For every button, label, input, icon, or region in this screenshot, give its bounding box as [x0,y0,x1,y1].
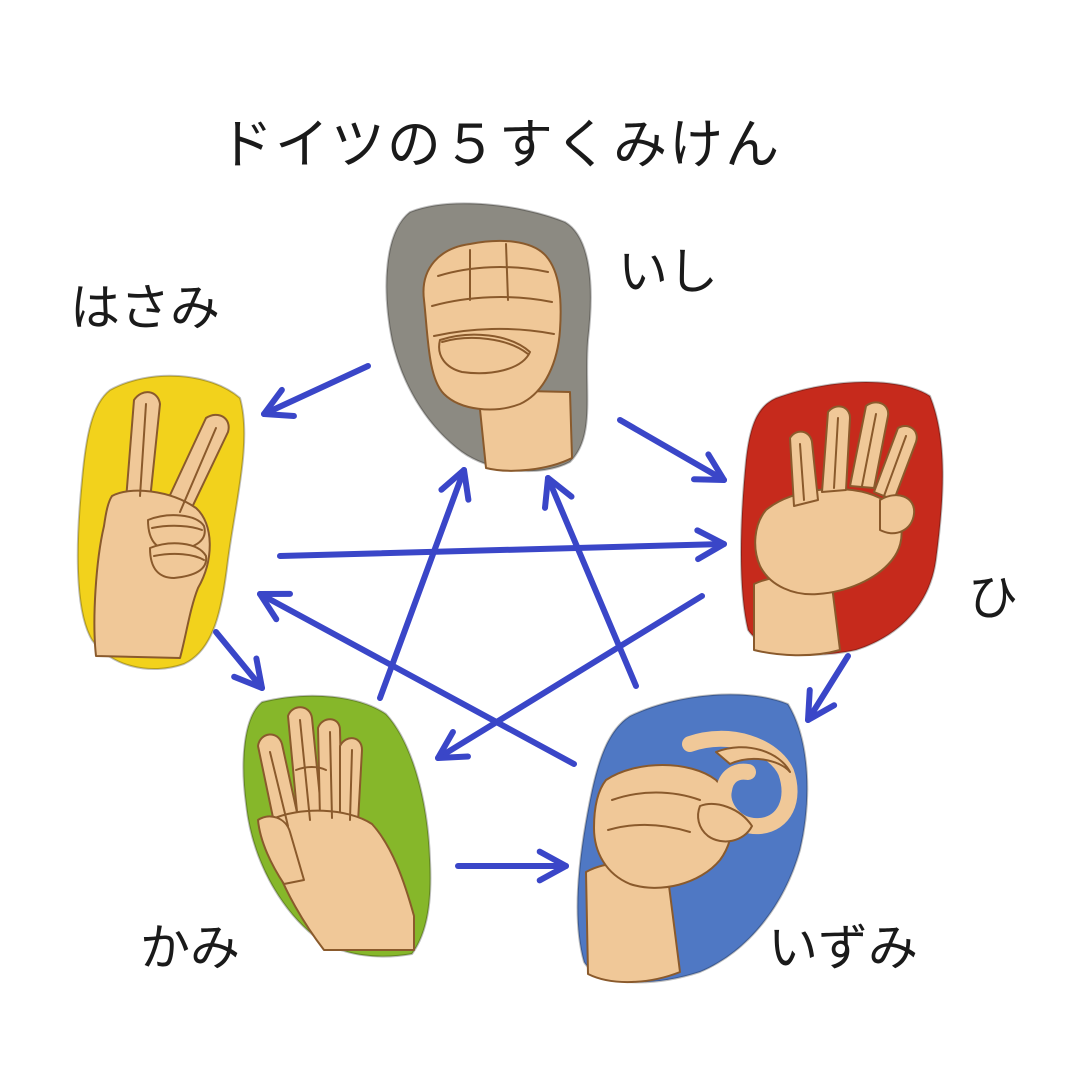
fire-hand-icon [753,401,918,657]
paper-hand-icon [257,706,415,951]
izumi-hand-card [576,693,809,984]
arrows-layer [213,363,851,884]
hi-hand-card [740,380,944,657]
well-hand-icon [585,730,798,983]
fist-hand-icon [422,239,573,472]
arrowhead-hasami-to-hi [694,527,727,563]
arrowhead-hi-to-kami [435,728,471,761]
label-ishi: いし [618,243,718,301]
arrow-hi-to-izumi [805,653,851,723]
arrow-ishi-to-hi [617,417,727,483]
arrow-kami-to-ishi [377,467,467,701]
arrow-izumi-to-hasami [257,591,577,767]
hasami-hand-card [76,374,246,671]
arrow-hasami-to-hi [277,541,727,559]
arrowhead-izumi-to-ishi [542,475,575,511]
arrowhead-izumi-to-hasami [257,590,293,623]
label-hasami: はさみ [70,279,220,337]
arrowhead-hasami-to-kami [231,655,265,691]
arrowhead-kami-to-ishi [438,467,472,503]
arrow-ishi-to-hasami [261,363,371,417]
arrowhead-ishi-to-hasami [261,386,297,420]
arrow-izumi-to-ishi [545,475,639,689]
arrow-hasami-to-kami [213,629,265,691]
arrowhead-hi-to-izumi [805,687,838,723]
arrowhead-kami-to-izumi [536,848,569,884]
kami-hand-card [242,694,432,958]
arrowhead-ishi-to-hi [691,451,727,483]
ishi-hand-card [385,202,592,473]
diagram-title: ドイツの５すくみけん [218,113,782,176]
arrow-hi-to-kami [435,593,705,761]
label-izumi: いずみ [768,919,918,977]
scissors-hand-icon [93,391,230,659]
label-kami: かみ [140,919,240,977]
label-hi: ひ [968,569,1018,627]
